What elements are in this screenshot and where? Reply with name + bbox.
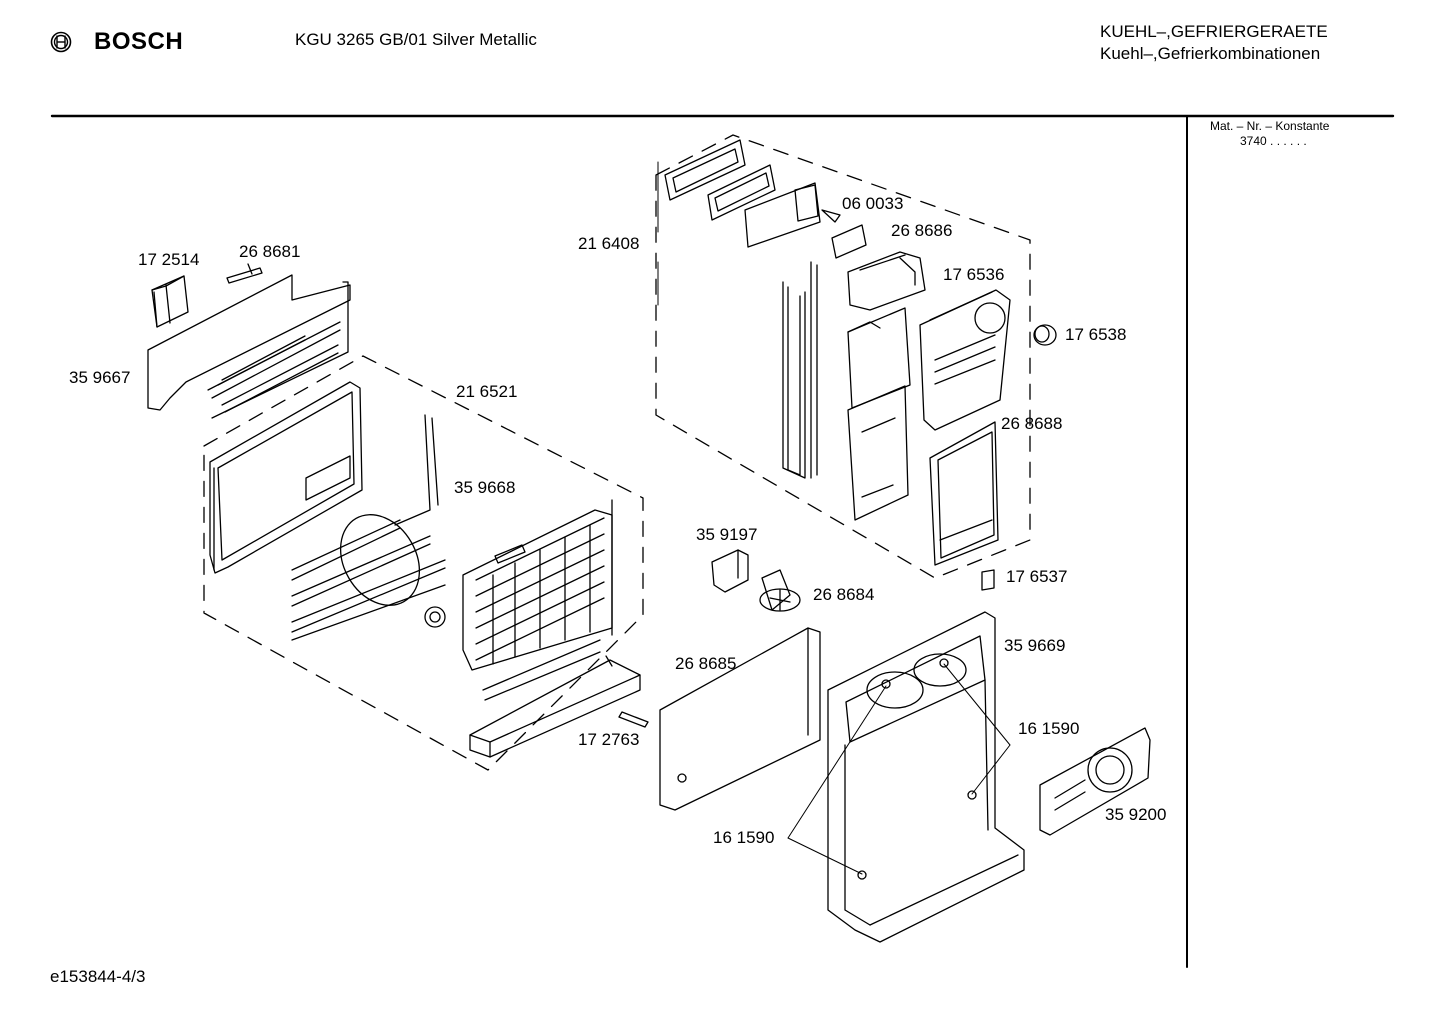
drawing-id: e153844-4/3 bbox=[50, 967, 146, 986]
part-label-060033: 06 0033 bbox=[842, 194, 904, 213]
screw-part-drawing bbox=[857, 658, 977, 880]
part-label-161590-right: 16 1590 bbox=[1018, 719, 1080, 738]
brand-name: BOSCH bbox=[94, 28, 184, 55]
front-panel-drawing bbox=[847, 307, 999, 566]
fan-cover-drawing bbox=[1039, 727, 1151, 836]
part-label-268688: 26 8688 bbox=[1001, 414, 1063, 433]
part-label-176537: 17 6537 bbox=[1006, 567, 1068, 586]
condenser-coil-drawing bbox=[462, 499, 613, 701]
main-frame-drawing bbox=[827, 611, 1025, 943]
category-line-2: Kuehl–,Gefrierkombinationen bbox=[1100, 44, 1321, 63]
bosch-armature-icon bbox=[50, 31, 72, 53]
part-label-172763: 17 2763 bbox=[578, 730, 640, 749]
part-label-176536: 17 6536 bbox=[943, 265, 1005, 284]
box-part-drawing bbox=[151, 275, 189, 328]
tray-part-drawing bbox=[469, 655, 641, 758]
top-frame-drawing bbox=[664, 139, 867, 259]
model-title: KGU 3265 GB/01 Silver Metallic bbox=[295, 30, 537, 49]
rear-plate-drawing bbox=[659, 627, 821, 811]
mat-nr-label: Mat. – Nr. – Konstante bbox=[1210, 119, 1330, 133]
part-label-268685: 26 8685 bbox=[675, 654, 737, 673]
knob-part-drawing bbox=[1033, 324, 1057, 346]
assembly-outline-left bbox=[203, 355, 644, 771]
clip-part-drawing bbox=[226, 263, 263, 284]
category-line-1: KUEHL–,GEFRIERGERAETE bbox=[1100, 22, 1328, 41]
tube-loop-drawing bbox=[291, 414, 446, 641]
leader-lines bbox=[657, 161, 1011, 875]
small-block-drawing bbox=[981, 569, 995, 591]
mat-nr-value: 3740 . . . . . . bbox=[1240, 134, 1307, 148]
duct-cover-drawing bbox=[847, 251, 1011, 431]
bracket-part-drawing bbox=[711, 549, 749, 593]
assembly-outline-right bbox=[655, 134, 1031, 579]
part-label-359669: 35 9669 bbox=[1004, 636, 1066, 655]
evaporator-plate-drawing bbox=[147, 274, 351, 419]
part-label-176538: 17 6538 bbox=[1065, 325, 1127, 344]
part-label-359667: 35 9667 bbox=[69, 368, 131, 387]
pin-part-drawing bbox=[618, 711, 649, 728]
part-label-172514: 17 2514 bbox=[138, 250, 200, 269]
part-label-268686: 26 8686 bbox=[891, 221, 953, 240]
part-label-359200: 35 9200 bbox=[1105, 805, 1167, 824]
brand-logo: BOSCH bbox=[50, 28, 183, 56]
part-label-268681: 26 8681 bbox=[239, 242, 301, 261]
part-label-268684: 26 8684 bbox=[813, 585, 875, 604]
part-label-161590-left: 16 1590 bbox=[713, 828, 775, 847]
part-label-216408: 21 6408 bbox=[578, 234, 640, 253]
fan-part-drawing bbox=[759, 569, 801, 612]
part-label-359668: 35 9668 bbox=[454, 478, 516, 497]
part-label-216521: 21 6521 bbox=[456, 382, 518, 401]
seal-strip-drawing bbox=[782, 261, 818, 479]
part-label-359197: 35 9197 bbox=[696, 525, 758, 544]
frame-part-drawing bbox=[209, 381, 363, 574]
